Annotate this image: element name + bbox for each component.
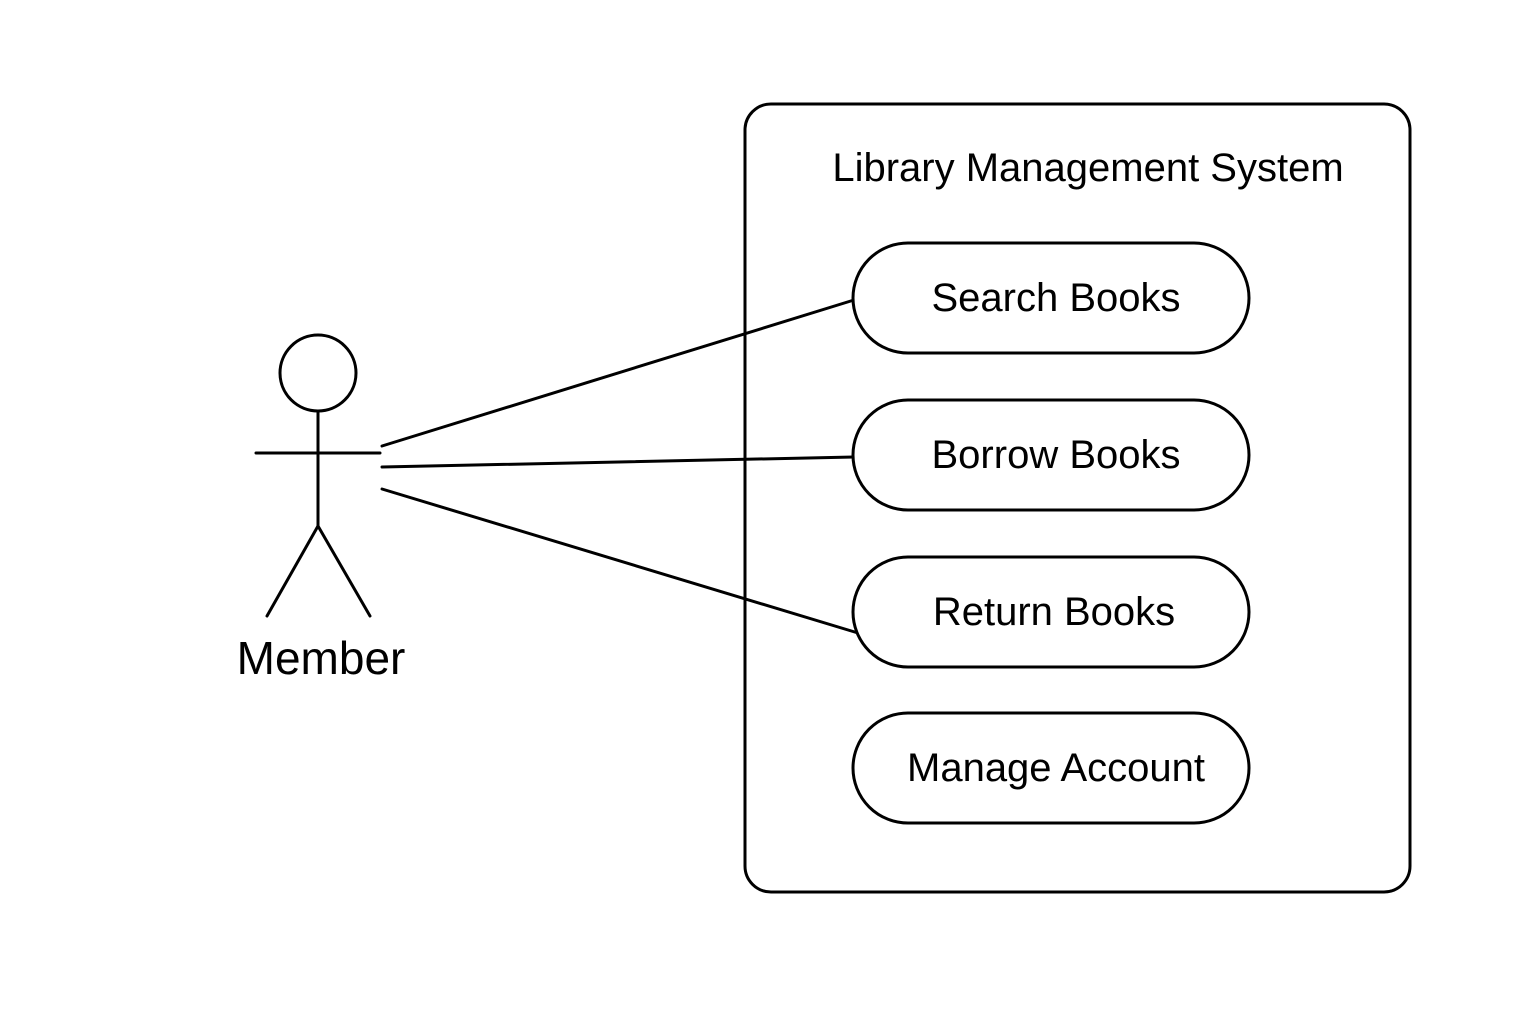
- actor-left-leg: [265, 524, 320, 618]
- actor-member: Member: [237, 333, 406, 684]
- use-case-label: Return Books: [933, 590, 1175, 634]
- associations: [380, 298, 860, 635]
- use-case-label: Manage Account: [907, 746, 1205, 790]
- system-title: Library Management System: [832, 146, 1343, 190]
- actor-head: [278, 333, 358, 413]
- use-case-shape: [851, 711, 1251, 825]
- association-return-books: [380, 487, 860, 635]
- association-search-books: [380, 298, 856, 448]
- association-borrow-books: [380, 455, 856, 469]
- use-case-return-books: Return Books: [851, 555, 1251, 669]
- actor-label: Member: [237, 632, 406, 684]
- use-case-shape: [851, 241, 1251, 355]
- use-case-label: Search Books: [931, 276, 1180, 320]
- use-case-shape: [851, 555, 1251, 669]
- use-case-shape: [851, 398, 1251, 512]
- use-case-label: Borrow Books: [932, 433, 1181, 477]
- use-case-search-books: Search Books: [851, 241, 1251, 355]
- use-case-borrow-books: Borrow Books: [851, 398, 1251, 512]
- use-case-manage-account: Manage Account: [851, 711, 1251, 825]
- actor-right-leg: [316, 524, 372, 618]
